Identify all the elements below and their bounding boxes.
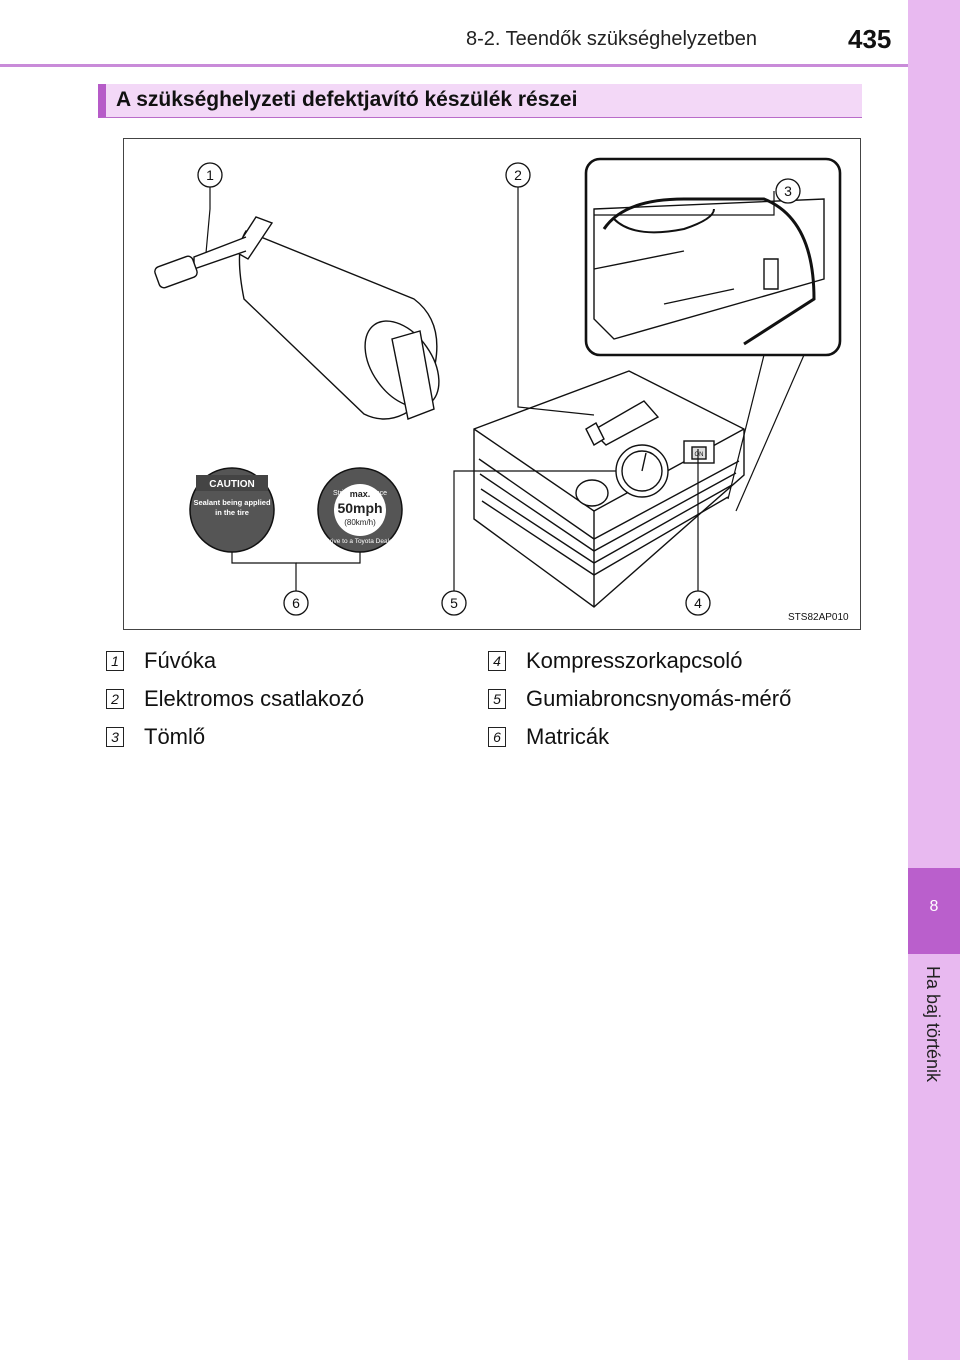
legend-item-1: 1 Fúvóka: [106, 648, 216, 674]
legend-item-5: 5 Gumiabroncsnyomás-mérő: [488, 686, 791, 712]
legend-number: 5: [488, 689, 506, 709]
chapter-tab: [908, 0, 960, 1360]
speed-top-arc: Strict observance: [333, 490, 387, 497]
callout-leaders: [205, 187, 775, 591]
legend-item-3: 3 Tömlő: [106, 724, 205, 750]
svg-text:1: 1: [206, 167, 214, 183]
legend-label: Gumiabroncsnyomás-mérő: [526, 686, 792, 711]
legend-number: 6: [488, 727, 506, 747]
callout-3: 3: [775, 178, 801, 204]
caution-sticker: CAUTION Sealant being applied in the tir…: [189, 467, 275, 553]
caution-heading: CAUTION: [209, 479, 255, 490]
speed-sticker: Strict observance max. 50mph (80km/h) Dr…: [317, 467, 403, 553]
legend-label: Tömlő: [144, 724, 206, 749]
hose-detail-inset: [584, 157, 842, 512]
legend-item-6: 6 Matricák: [488, 724, 609, 750]
legend-item-2: 2 Elektromos csatlakozó: [106, 686, 364, 712]
running-header: 8-2. Teendők szükséghelyzetben: [466, 28, 757, 50]
svg-text:3: 3: [784, 183, 792, 199]
callout-4: 4: [685, 590, 711, 616]
section-title: A szükséghelyzeti defektjavító készülék …: [116, 88, 578, 111]
speed-bottom-arc: Drive to a Toyota Dealer: [325, 538, 395, 545]
repair-kit-illustration: CAUTION Sealant being applied in the tir…: [123, 138, 861, 630]
svg-text:4: 4: [694, 595, 702, 611]
legend-label: Elektromos csatlakozó: [144, 686, 365, 711]
speed-value: 50mph: [337, 500, 382, 516]
svg-text:6: 6: [292, 595, 300, 611]
figure-code: STS82AP010: [788, 612, 849, 623]
section-title-bar: [98, 84, 862, 118]
legend-number: 1: [106, 651, 124, 671]
page-number: 435: [848, 24, 892, 54]
speed-max: max.: [350, 489, 371, 499]
svg-text:2: 2: [514, 167, 522, 183]
callout-6: 6: [283, 590, 309, 616]
legend-number: 3: [106, 727, 124, 747]
caution-line1: Sealant being applied: [193, 498, 271, 507]
compressor-body: [473, 370, 745, 608]
sealant-bottle: [154, 216, 440, 420]
legend-item-4: 4 Kompresszorkapcsoló: [488, 648, 742, 674]
legend-number: 4: [488, 651, 506, 671]
speed-metric: (80km/h): [344, 518, 376, 527]
legend-label: Kompresszorkapcsoló: [526, 648, 743, 673]
repair-kit-drawing: CAUTION Sealant being applied in the tir…: [154, 157, 842, 616]
legend-label: Fúvóka: [144, 648, 217, 673]
switch-label: ON: [695, 452, 704, 458]
callout-1: 1: [197, 162, 223, 188]
legend-number: 2: [106, 689, 124, 709]
chapter-number: 8: [929, 898, 939, 915]
chapter-number-box: [908, 868, 960, 954]
chapter-title: Ha baj történik: [923, 966, 943, 1083]
header-rule: [0, 64, 908, 67]
caution-line2: in the tire: [215, 508, 249, 517]
callout-5: 5: [441, 590, 467, 616]
svg-text:5: 5: [450, 595, 458, 611]
legend-label: Matricák: [526, 724, 610, 749]
callout-2: 2: [505, 162, 531, 188]
